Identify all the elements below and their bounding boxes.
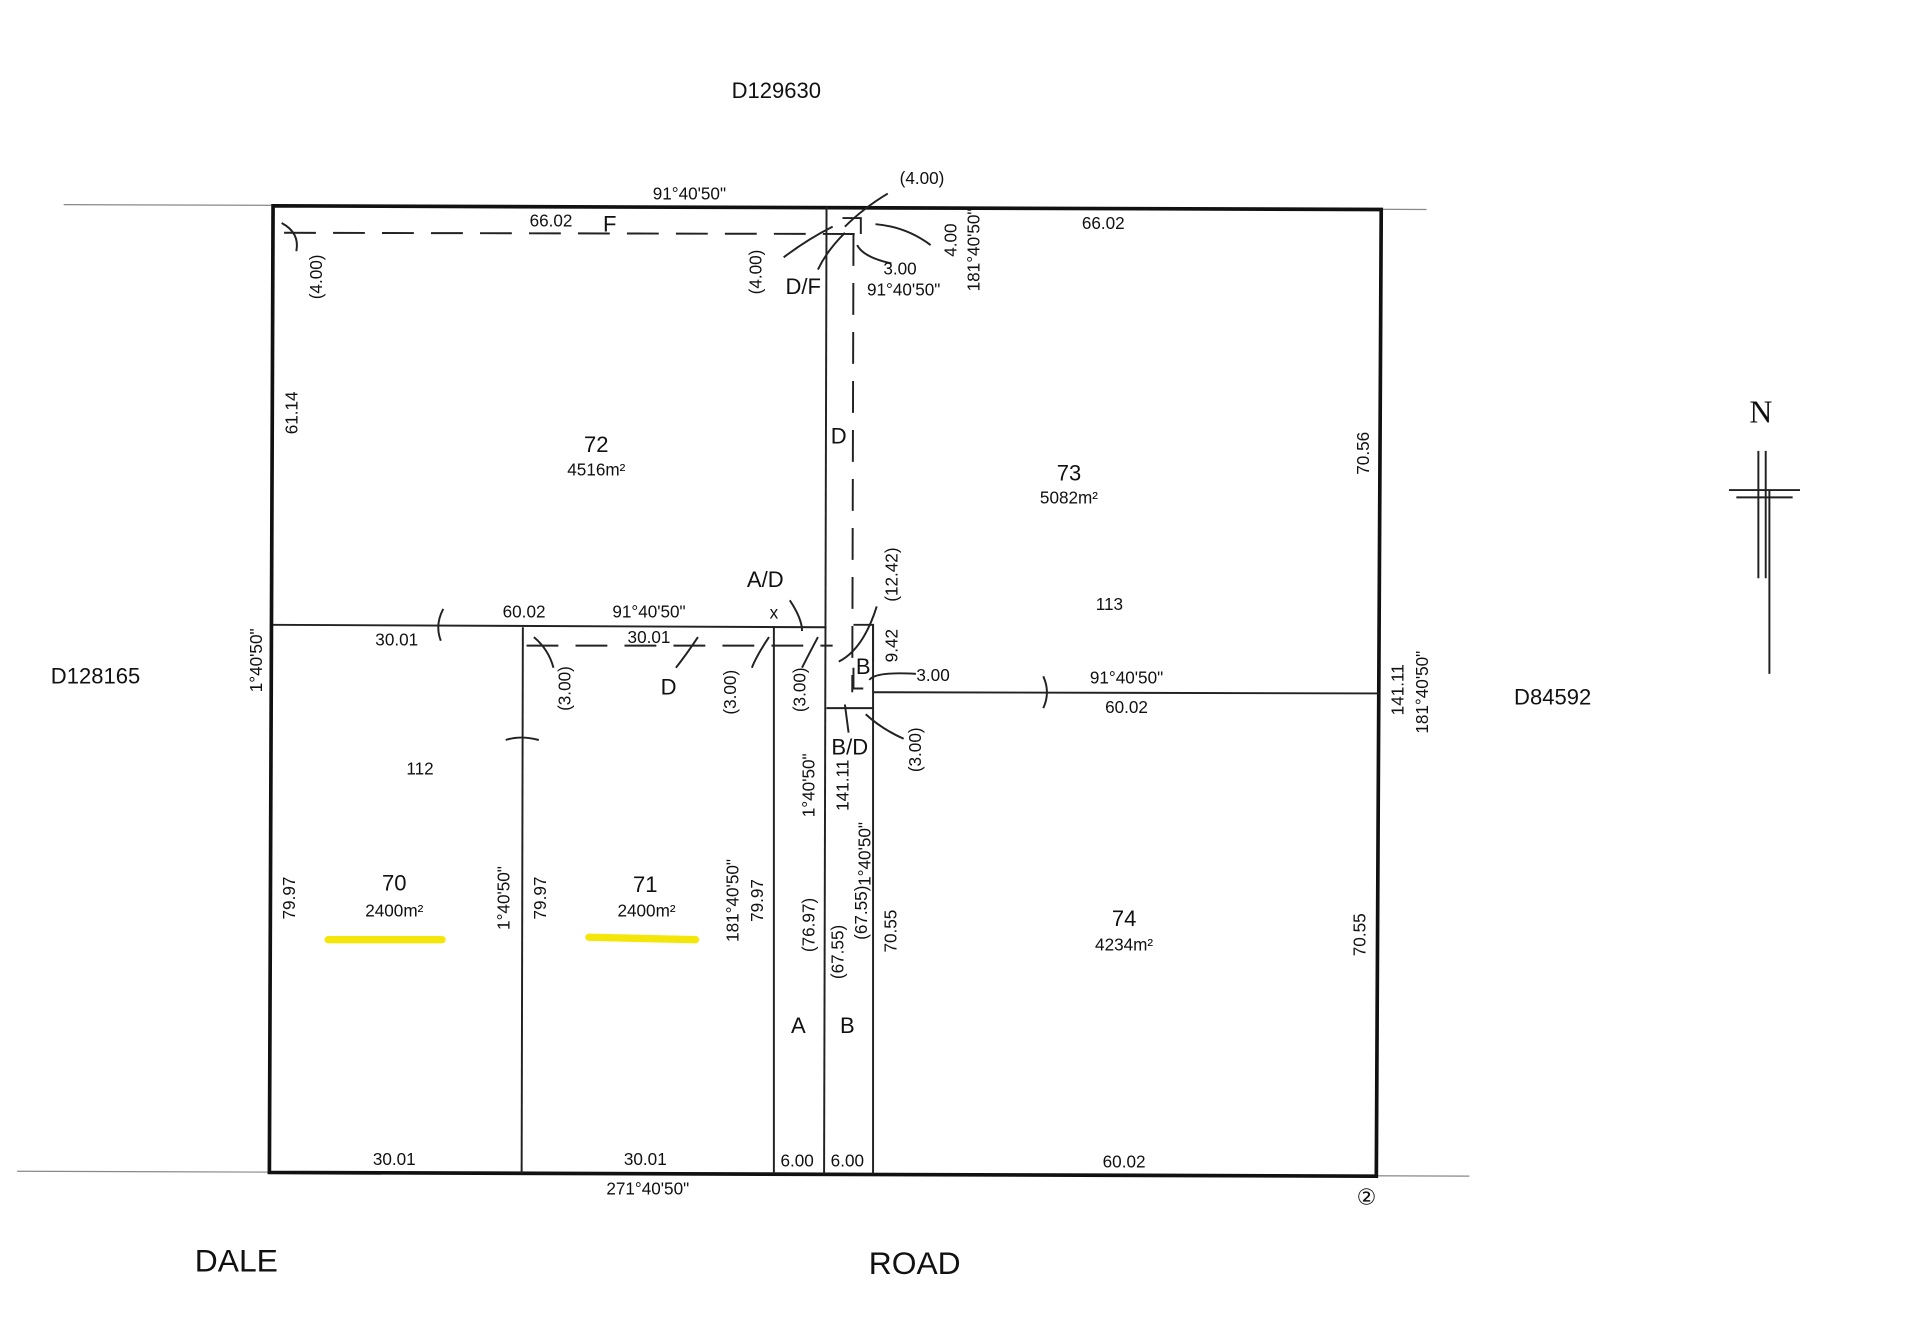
dim-right-bearing: 181°40'50"	[964, 208, 984, 291]
dim-b-6755: (67.55)	[851, 886, 871, 940]
dim-bottom-600a: 6.00	[780, 1150, 813, 1170]
easement-f-line	[284, 231, 858, 235]
dim-east-6002: 60.02	[1105, 697, 1148, 717]
dim-300d: (3.00)	[905, 727, 925, 772]
dim-300a: (3.00)	[555, 666, 575, 711]
dim-df-4: (4.00)	[746, 250, 766, 295]
lot-71-number: 71	[633, 872, 658, 897]
dim-mid-6002: 60.02	[503, 601, 546, 621]
dim-f-length: 66.02	[530, 211, 573, 231]
lot-70-71-line	[520, 627, 524, 1174]
mark-circle-2: ②	[1357, 1184, 1377, 1209]
leader-arrows	[281, 192, 1048, 741]
lot-71-area: 2400m²	[617, 900, 675, 920]
lot-72-south-line	[273, 623, 827, 629]
lot-73-south-line	[873, 691, 1379, 695]
dim-left-4: (4.00)	[306, 255, 326, 300]
dim-300b: (3.00)	[720, 670, 740, 715]
dim-center-7055: 70.55	[880, 910, 900, 953]
easement-ad-label: A/D	[747, 567, 784, 592]
dim-a-bearing: 1°40'50"	[798, 753, 818, 817]
dim-a-7697: (76.97)	[798, 898, 818, 952]
easement-df-label: D/F	[786, 274, 821, 299]
corner-mark	[842, 217, 862, 235]
dim-right-4: 4.00	[940, 223, 960, 256]
easement-d-label: D	[831, 424, 847, 449]
easement-a-label: A	[791, 1013, 806, 1038]
easement-b-label: B	[856, 654, 871, 679]
dim-942: 9.42	[882, 629, 902, 662]
easement-d-line	[851, 234, 855, 693]
parcel-boundary	[267, 203, 1384, 1178]
mark-x: x	[770, 603, 779, 623]
dim-bottom-bearing: 271°40'50"	[606, 1179, 689, 1199]
dim-corner-3: 3.00	[883, 258, 916, 278]
dim-b-bearing: 1°40'50"	[855, 822, 875, 886]
dim-east-14111: 141.11	[1387, 664, 1407, 715]
lot-73-area: 5082m²	[1040, 488, 1098, 508]
dim-right-7056: 70.56	[1353, 432, 1373, 475]
dim-mid-3001b: 30.01	[628, 627, 671, 647]
adjacent-east: D84592	[1514, 684, 1591, 709]
north-arrow-icon	[1728, 450, 1800, 674]
dim-corner-bearing: 91°40'50"	[867, 279, 940, 299]
easement-bd-label: B/D	[831, 735, 868, 760]
highlight-lot-71	[585, 933, 700, 944]
dim-300c: (3.00)	[790, 667, 810, 712]
dim-mid-bearing: 91°40'50"	[612, 601, 685, 621]
road-name-right: ROAD	[869, 1245, 961, 1281]
lot-70-area: 2400m²	[365, 900, 423, 920]
dim-mid-3001a: 30.01	[375, 630, 418, 650]
dim-left-6114: 61.14	[282, 391, 302, 434]
dim-right-top: 66.02	[1082, 213, 1125, 233]
lot-72-number: 72	[584, 432, 609, 457]
lot-74-number: 74	[1112, 906, 1137, 931]
mark-113: 113	[1096, 594, 1123, 614]
corner-mark	[852, 623, 875, 690]
lot-72-area: 4516m²	[567, 459, 625, 479]
dim-lot71-7997: 79.97	[530, 877, 550, 920]
dim-bottom-6002: 60.02	[1103, 1152, 1146, 1172]
mark-112: 112	[406, 758, 433, 778]
dim-a-14111: 141.11	[833, 760, 853, 811]
dim-top-bearing: 91°40'50"	[653, 184, 726, 204]
dim-bottom-3001b: 30.01	[624, 1149, 667, 1169]
dim-bottom-3001a: 30.01	[373, 1149, 416, 1169]
adjacent-north: D129630	[732, 78, 821, 103]
dim-bottom-600b: 6.00	[831, 1150, 864, 1170]
dim-east-7055: 70.55	[1349, 913, 1369, 956]
dim-a-6755: (67.55)	[828, 925, 848, 979]
dim-east-bearing: 91°40'50"	[1090, 668, 1163, 688]
dim-1242: (12.42)	[882, 547, 902, 601]
easement-f-label: F	[603, 212, 616, 237]
easement-d-label-2: D	[661, 675, 677, 700]
north-label: N	[1749, 395, 1772, 430]
dim-b-300: 3.00	[916, 665, 949, 685]
dim-lot71-bearing: 181°40'50"	[722, 859, 742, 942]
road-name-left: DALE	[195, 1243, 278, 1279]
easement-b-label-2: B	[840, 1013, 855, 1038]
dim-west-7997: 79.97	[279, 877, 299, 920]
lot-divider-line	[823, 207, 828, 1174]
dim-lot70-bearing: 1°40'50"	[493, 866, 513, 930]
dim-lot71-7997b: 79.97	[747, 879, 767, 922]
adjacent-west: D128165	[51, 664, 140, 689]
dim-top-4: (4.00)	[900, 168, 945, 188]
dim-west-bearing: 1°40'50"	[246, 628, 266, 692]
lot-74-area: 4234m²	[1095, 935, 1153, 955]
lot-70-number: 70	[382, 871, 407, 896]
lot-73-number: 73	[1057, 460, 1082, 485]
dim-east-bearing-vertical: 181°40'50"	[1412, 651, 1432, 734]
